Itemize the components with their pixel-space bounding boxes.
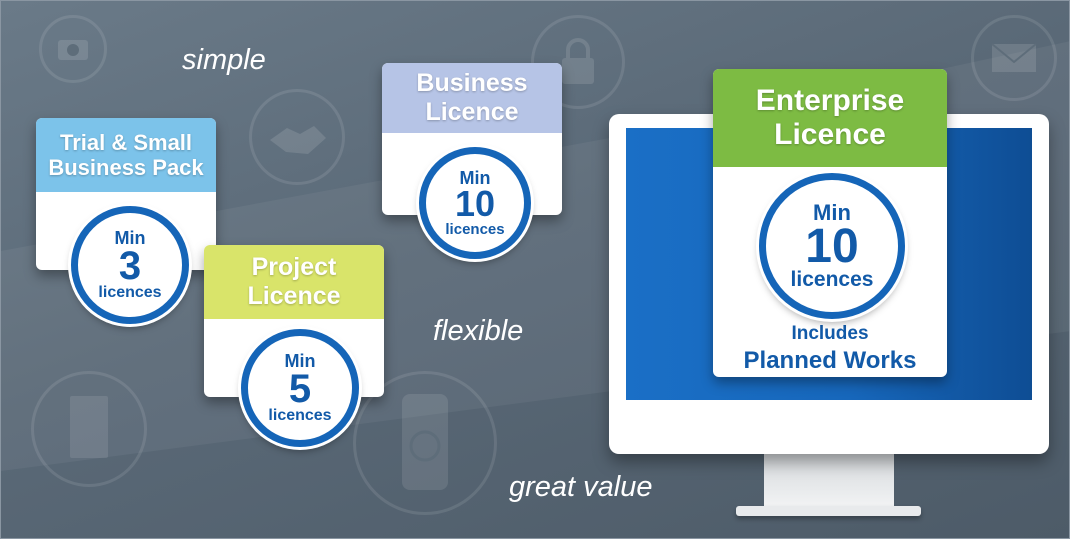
business-min-unit: licences xyxy=(445,220,505,238)
project-licence-title: Project Licence xyxy=(204,245,384,319)
enterprise-planned-works: Planned Works xyxy=(743,347,917,374)
trial-min-label: Min xyxy=(114,228,146,248)
tagline-great-value: great value xyxy=(509,471,653,503)
document-icon xyxy=(31,371,147,487)
business-min-count: 10 xyxy=(454,183,496,225)
project-min-badge: Min 5 licences xyxy=(241,329,359,447)
trial-min-badge: Min 3 licences xyxy=(71,206,189,324)
trial-min-unit: licences xyxy=(98,284,162,301)
monitor-base xyxy=(736,506,921,516)
trial-pack-title: Trial & Small Business Pack xyxy=(36,118,216,192)
enterprise-licence-card: Enterprise Licence Includes Planned Work… xyxy=(713,69,947,377)
enterprise-min-count: 10 xyxy=(805,219,859,273)
tagline-simple: simple xyxy=(182,44,266,76)
project-min-count: 5 xyxy=(288,367,312,411)
enterprise-licence-title: Enterprise Licence xyxy=(713,69,947,167)
project-min-label: Min xyxy=(284,351,316,371)
wifi-phone-icon xyxy=(353,371,497,515)
monitor-stand xyxy=(764,454,894,509)
business-min-badge: Min 10 licences xyxy=(419,147,531,259)
mail-icon xyxy=(971,15,1057,101)
enterprise-includes-label: Includes xyxy=(791,323,869,344)
business-licence-title: Business Licence xyxy=(382,63,562,133)
trial-min-count: 3 xyxy=(118,244,142,288)
tagline-flexible: flexible xyxy=(433,315,524,347)
enterprise-min-unit: licences xyxy=(790,268,874,292)
lock-icon xyxy=(531,15,625,109)
enterprise-min-badge: Min 10 licences xyxy=(759,173,905,319)
handshake-icon xyxy=(249,89,345,185)
enterprise-min-label: Min xyxy=(813,199,851,225)
camera-icon xyxy=(39,15,107,83)
project-min-unit: licences xyxy=(268,407,332,424)
business-min-label: Min xyxy=(459,168,491,189)
